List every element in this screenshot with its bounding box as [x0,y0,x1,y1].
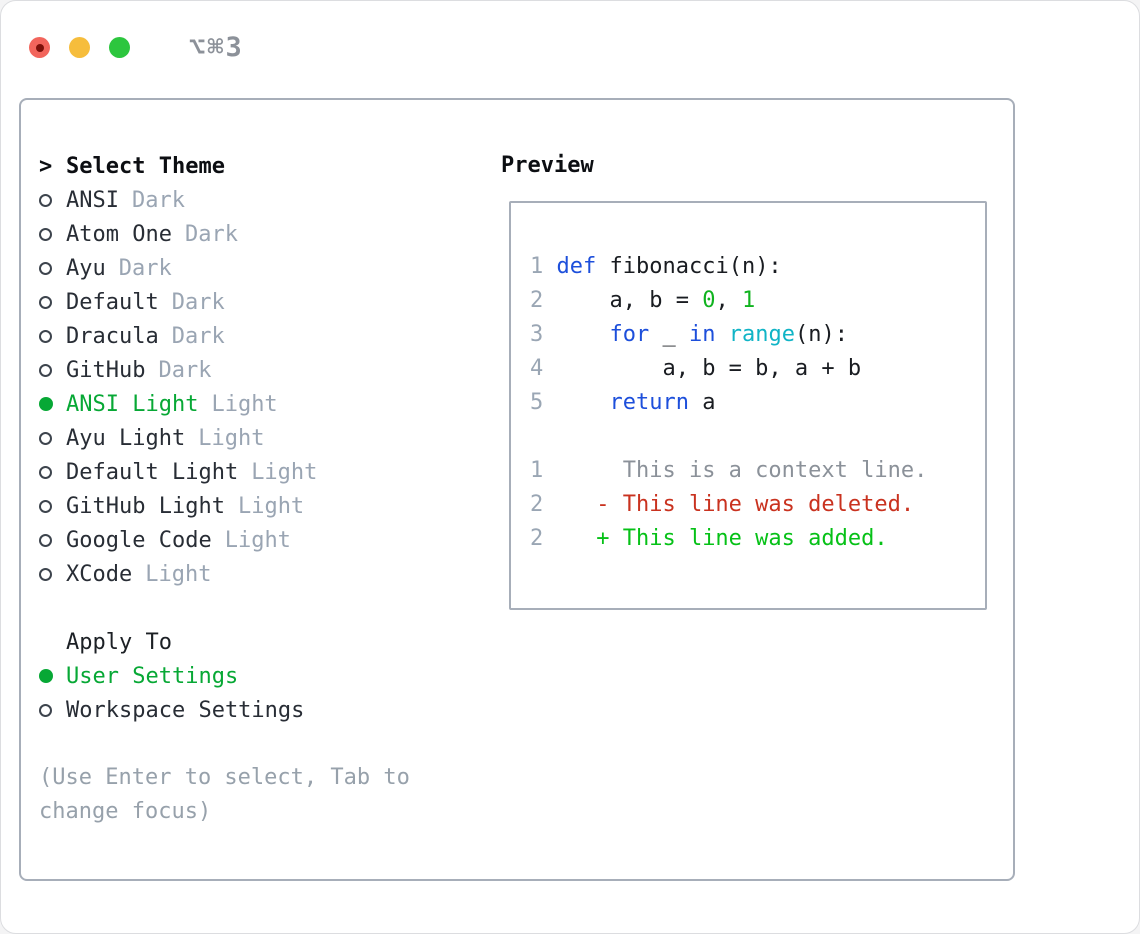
radio-selected-icon [39,397,53,411]
theme-option-label: Dracula [66,323,159,349]
theme-option-label: GitHub [66,357,146,383]
code-line: 1 def fibonacci(n): [530,254,782,279]
code-line [530,420,985,454]
keyboard-hint: (Use Enter to select, Tab to change focu… [39,765,410,824]
traffic-light-minimize[interactable] [69,37,90,58]
theme-variant-label: Dark [171,289,225,315]
radio-icon [39,465,52,479]
theme-variant-label: Light [145,561,212,587]
theme-variant-label: Dark [118,255,172,281]
code-line: 1 This is a context line. [530,458,928,483]
line-number: 2 [530,288,544,313]
theme-option-label: Atom One [66,221,172,247]
line-number: 2 [530,526,544,551]
radio-icon [39,431,52,445]
line-number: 2 [530,492,544,517]
radio-icon [39,499,52,513]
apply-option-label: User Settings [66,663,239,689]
theme-option-ansi-light[interactable]: ANSI Light Light [39,387,479,421]
theme-option-ayu[interactable]: Ayu Dark [39,251,479,285]
apply-option-workspace-settings[interactable]: Workspace Settings [39,693,479,727]
theme-list-header: > Select Theme [39,149,479,183]
radio-icon [39,703,52,717]
theme-option-label: Default Light [66,459,239,485]
apply-to-title: Apply To [66,629,172,655]
code-line: 5 return a [530,390,716,415]
traffic-light-close[interactable] [29,37,50,58]
apply-option-label: Workspace Settings [66,697,305,723]
window-title: ⌥⌘3 [189,32,244,63]
preview-box: 1 def fibonacci(n): 2 a, b = 0, 1 3 for _ … [509,201,987,610]
theme-option-label: Ayu Light [66,425,186,451]
theme-option-default[interactable]: Default Dark [39,285,479,319]
theme-option-ayu-light[interactable]: Ayu Light Light [39,421,479,455]
theme-option-atom-one[interactable]: Atom One Dark [39,217,479,251]
radio-icon [39,329,52,343]
code-preview: 1 def fibonacci(n): 2 a, b = 0, 1 3 for _ … [511,203,985,556]
radio-icon [39,567,52,581]
line-number: 3 [530,322,544,347]
theme-variant-label: Light [237,493,305,519]
theme-option-dracula[interactable]: Dracula Dark [39,319,479,353]
theme-variant-label: Light [211,391,278,417]
radio-selected-icon [39,669,53,683]
theme-option-xcode[interactable]: XCode Light [39,557,479,591]
theme-option-label: Google Code [66,527,212,553]
line-number: 5 [530,390,544,415]
code-line: 2 + This line was added. [530,526,888,551]
theme-variant-label: Dark [184,221,238,247]
theme-option-label: Default [66,289,159,315]
traffic-light-zoom[interactable] [109,37,130,58]
theme-variant-label: Dark [158,357,212,383]
radio-icon [39,261,52,275]
radio-icon [39,363,52,377]
preview-heading: Preview [501,153,594,178]
apply-to-header: Apply To [39,625,479,659]
close-dot-icon [35,43,44,52]
theme-option-google-code[interactable]: Google Code Light [39,523,479,557]
theme-option-label: XCode [66,561,133,587]
theme-option-label: GitHub Light [66,493,225,519]
theme-list-title: Select Theme [66,153,225,179]
theme-option-github[interactable]: GitHub Dark [39,353,479,387]
theme-option-label: ANSI Light [66,391,199,417]
radio-icon [39,227,52,241]
theme-variant-label: Light [251,459,318,485]
theme-option-label: Ayu [66,255,106,281]
theme-option-github-light[interactable]: GitHub Light Light [39,489,479,523]
radio-icon [39,533,52,547]
line-number: 1 [530,458,544,483]
theme-variant-label: Dark [131,187,185,213]
apply-option-user-settings[interactable]: User Settings [39,659,479,693]
theme-variant-label: Light [198,425,265,451]
prompt-icon: > [39,153,53,179]
code-line: 2 a, b = 0, 1 [530,288,756,313]
code-line: 2 - This line was deleted. [530,492,915,517]
theme-variant-label: Light [224,527,291,553]
code-line: 3 for _ in range(n): [530,322,848,347]
titlebar: ⌥⌘3 [1,1,1139,98]
theme-option-default-light[interactable]: Default Light Light [39,455,479,489]
theme-option-ansi[interactable]: ANSI Dark [39,183,479,217]
radio-icon [39,295,52,309]
theme-option-label: ANSI [66,187,119,213]
theme-variant-label: Dark [171,323,225,349]
line-number: 4 [530,356,544,381]
code-line: 4 a, b = b, a + b [530,356,862,381]
line-number: 1 [530,254,544,279]
radio-icon [39,193,52,207]
